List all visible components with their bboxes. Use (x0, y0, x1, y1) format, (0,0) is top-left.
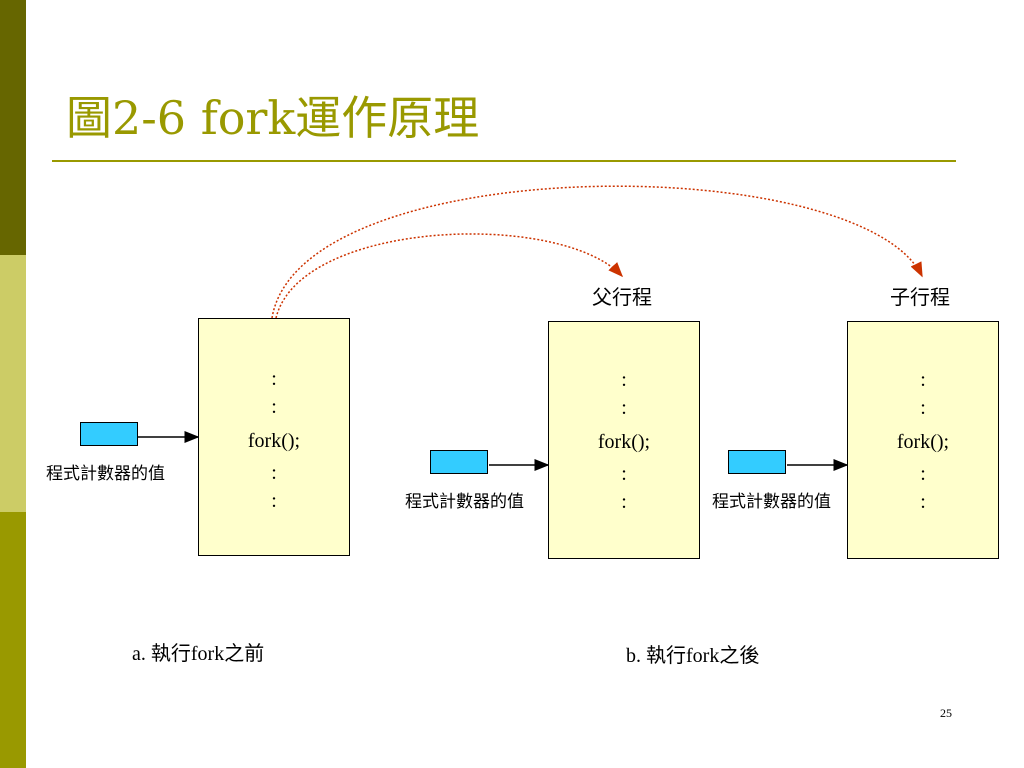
code-line: : (621, 397, 627, 419)
sidebar-segment-top (0, 0, 26, 255)
caption-before-fork: a. 執行fork之前 (132, 643, 265, 665)
program-counter-register-a (80, 422, 138, 446)
code-line: : (271, 396, 277, 418)
sidebar-stripe (0, 0, 26, 768)
arc-to-parent (275, 233, 624, 319)
code-line-fork: fork(); (247, 430, 301, 452)
page-number: 25 (940, 706, 952, 720)
arc-to-child (271, 185, 923, 319)
sidebar-segment-middle (0, 255, 26, 512)
slide-title: 圖2-6 fork運作原理 (66, 91, 480, 145)
sidebar-segment-bottom (0, 512, 26, 768)
code-line: : (920, 463, 926, 485)
parent-process-label: 父行程 (592, 287, 652, 309)
code-box-parent: : : fork(); : : (548, 321, 700, 559)
title-underline (52, 160, 956, 162)
code-line-fork: fork(); (896, 431, 950, 453)
program-counter-register-parent (430, 450, 488, 474)
code-line: : (271, 462, 277, 484)
program-counter-register-child (728, 450, 786, 474)
code-line: : (621, 491, 627, 513)
code-line: : (920, 491, 926, 513)
caption-after-fork: b. 執行fork之後 (626, 645, 760, 667)
code-line: : (271, 490, 277, 512)
code-line: : (271, 368, 277, 390)
code-box-child: : : fork(); : : (847, 321, 999, 559)
code-line: : (920, 397, 926, 419)
code-line: : (621, 369, 627, 391)
pc-label-a: 程式計數器的值 (46, 464, 165, 483)
code-line: : (621, 463, 627, 485)
code-line: : (920, 369, 926, 391)
child-process-label: 子行程 (890, 287, 950, 309)
pc-label-parent: 程式計數器的值 (405, 492, 524, 511)
code-line-fork: fork(); (597, 431, 651, 453)
pc-label-child: 程式計數器的值 (712, 492, 831, 511)
code-box-before-fork: : : fork(); : : (198, 318, 350, 556)
